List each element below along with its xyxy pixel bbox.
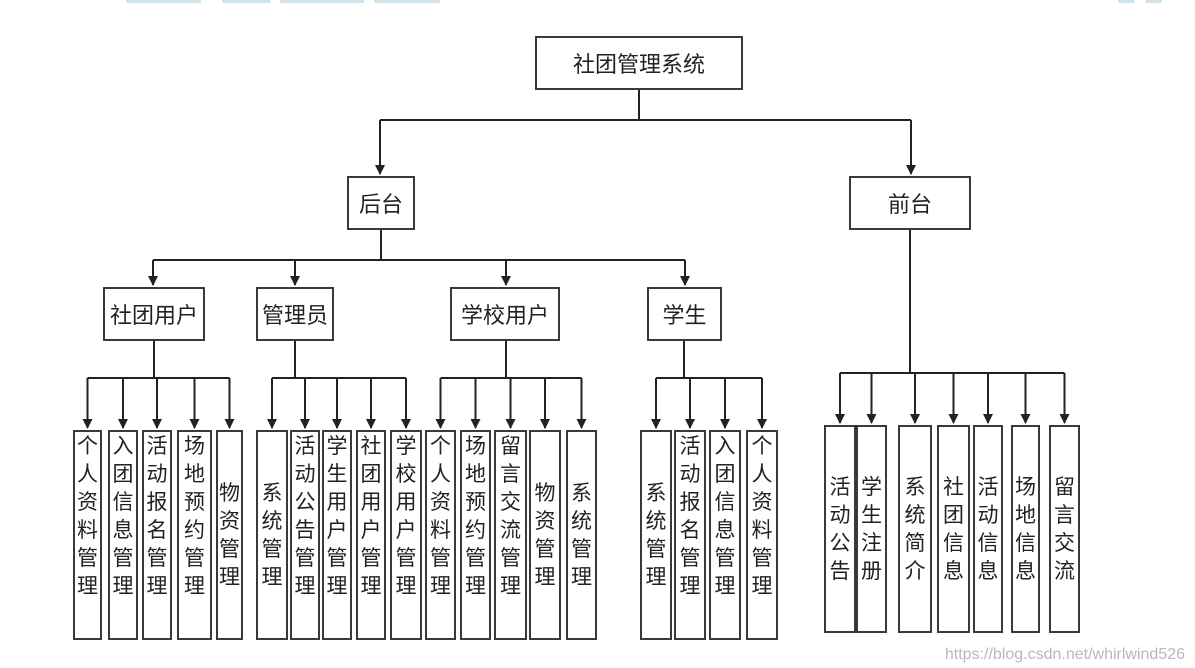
leaf-frontend-6: 场地信息: [1011, 425, 1040, 633]
leaf-admin-1: 系统管理: [256, 430, 288, 640]
leaf-frontend-1: 活动公告: [824, 425, 856, 633]
leaf-school-user-1: 个人资料管理: [425, 430, 456, 640]
leaf-school-user-4: 物资管理: [529, 430, 561, 640]
watermark-text: https://blog.csdn.net/whirlwind526: [944, 646, 1185, 663]
leaf-club-user-3: 活动报名管理: [142, 430, 172, 640]
club-user-node: 社团用户: [103, 287, 205, 341]
leaf-club-user-5: 物资管理: [216, 430, 243, 640]
root-node: 社团管理系统: [535, 36, 743, 90]
leaf-admin-5: 学校用户管理: [390, 430, 422, 640]
admin-node: 管理员: [256, 287, 334, 341]
leaf-student-2: 活动报名管理: [674, 430, 706, 640]
leaf-school-user-3: 留言交流管理: [494, 430, 527, 640]
leaf-admin-3: 学生用户管理: [322, 430, 352, 640]
cropped-top-strip: [0, 0, 1195, 5]
leaf-frontend-7: 留言交流: [1049, 425, 1080, 633]
leaf-frontend-3: 系统简介: [898, 425, 932, 633]
leaf-admin-4: 社团用户管理: [356, 430, 386, 640]
leaf-frontend-5: 活动信息: [973, 425, 1003, 633]
leaf-student-3: 入团信息管理: [709, 430, 741, 640]
leaf-frontend-2: 学生注册: [856, 425, 887, 633]
leaf-school-user-5: 系统管理: [566, 430, 597, 640]
leaf-student-4: 个人资料管理: [746, 430, 778, 640]
leaf-club-user-4: 场地预约管理: [177, 430, 212, 640]
backend-node: 后台: [347, 176, 415, 230]
leaf-student-1: 系统管理: [640, 430, 672, 640]
leaf-club-user-1: 个人资料管理: [73, 430, 102, 640]
leaf-club-user-2: 入团信息管理: [108, 430, 138, 640]
leaf-admin-2: 活动公告管理: [290, 430, 320, 640]
school-user-node: 学校用户: [450, 287, 560, 341]
frontend-node: 前台: [849, 176, 971, 230]
student-node: 学生: [647, 287, 722, 341]
leaf-school-user-2: 场地预约管理: [460, 430, 491, 640]
leaf-frontend-4: 社团信息: [937, 425, 970, 633]
